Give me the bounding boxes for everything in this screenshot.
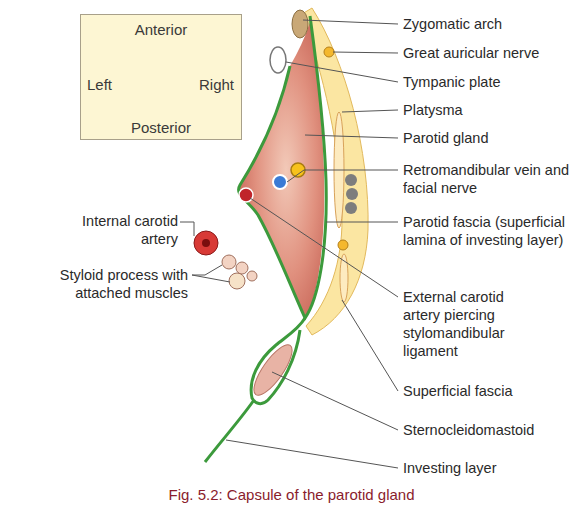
- structure-label: Retromandibular vein and facial nerve: [403, 161, 573, 197]
- figure-caption: Fig. 5.2: Capsule of the parotid gland: [0, 486, 583, 503]
- sternocleidomastoid: [248, 340, 299, 401]
- internal-carotid-artery: [194, 231, 218, 255]
- direction-label: Left: [87, 76, 112, 93]
- fascia-label: Superficial fascia: [403, 382, 581, 400]
- direction-label: Right: [199, 76, 234, 93]
- direction-label: Posterior: [131, 119, 191, 136]
- lymph-node: [346, 188, 358, 200]
- bone-label: Styloid process with attached muscles: [8, 266, 188, 302]
- great-auricular-nerve: [324, 47, 334, 57]
- bone-label: Tympanic plate: [403, 73, 581, 91]
- artery-label: Internal carotid artery: [58, 212, 178, 248]
- retromandibular-vein: [273, 175, 287, 189]
- styloid-process: [222, 255, 236, 269]
- nerve-label: Great auricular nerve: [403, 44, 581, 62]
- gland-label: Parotid gland: [403, 129, 581, 147]
- styloid-process: [236, 262, 248, 274]
- leader-lines: [180, 20, 398, 468]
- facial-nerve: [291, 163, 305, 177]
- artery-label: External carotid artery piercing styloma…: [403, 288, 543, 360]
- lymph-node: [345, 174, 357, 186]
- orientation-box: AnteriorLeft RightPosterior: [80, 14, 242, 140]
- styloid-process: [229, 273, 245, 289]
- tympanic-plate: [270, 47, 286, 73]
- zygomatic-arch: [292, 10, 308, 38]
- external-carotid-artery: [239, 188, 253, 202]
- styloid-process: [247, 271, 257, 281]
- muscle-label: Platysma: [403, 101, 581, 119]
- internal-carotid-artery: [202, 239, 210, 247]
- bone-label: Zygomatic arch: [403, 15, 581, 33]
- investing-layer: [205, 400, 254, 462]
- fascia-label: Parotid fascia (superficial lamina of in…: [403, 213, 568, 249]
- fascia-label: Investing layer: [403, 459, 581, 477]
- investing-layer: [239, 16, 327, 318]
- lymph-node: [345, 202, 357, 214]
- great-auricular-nerve: [338, 240, 348, 250]
- muscle-label: Sternocleidomastoid: [403, 421, 581, 439]
- direction-label: Anterior: [135, 21, 188, 38]
